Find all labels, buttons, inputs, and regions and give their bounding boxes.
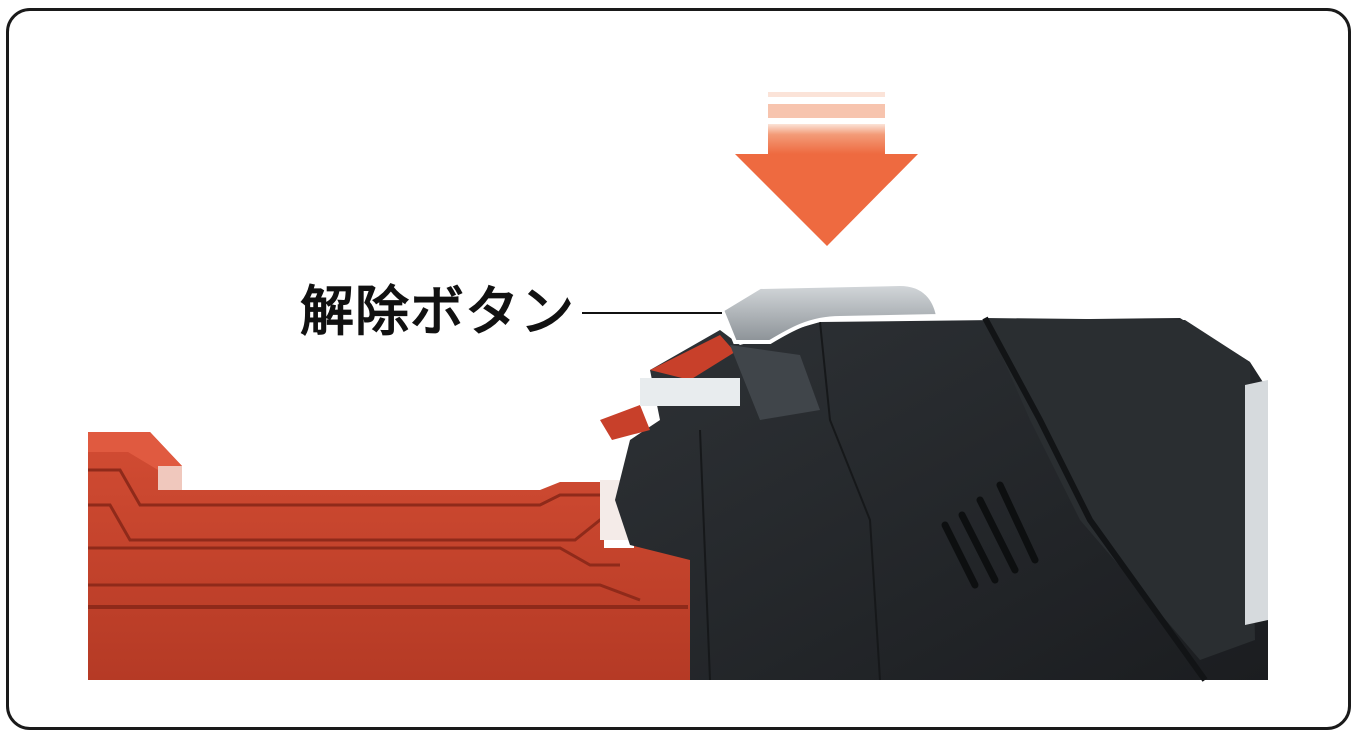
release-button-label: 解除ボタン — [300, 280, 575, 343]
release-button — [719, 281, 941, 344]
vent-grille — [941, 481, 1039, 589]
red-case — [88, 432, 690, 680]
battery-unit — [600, 316, 1268, 682]
arrow-down-icon — [735, 92, 918, 246]
